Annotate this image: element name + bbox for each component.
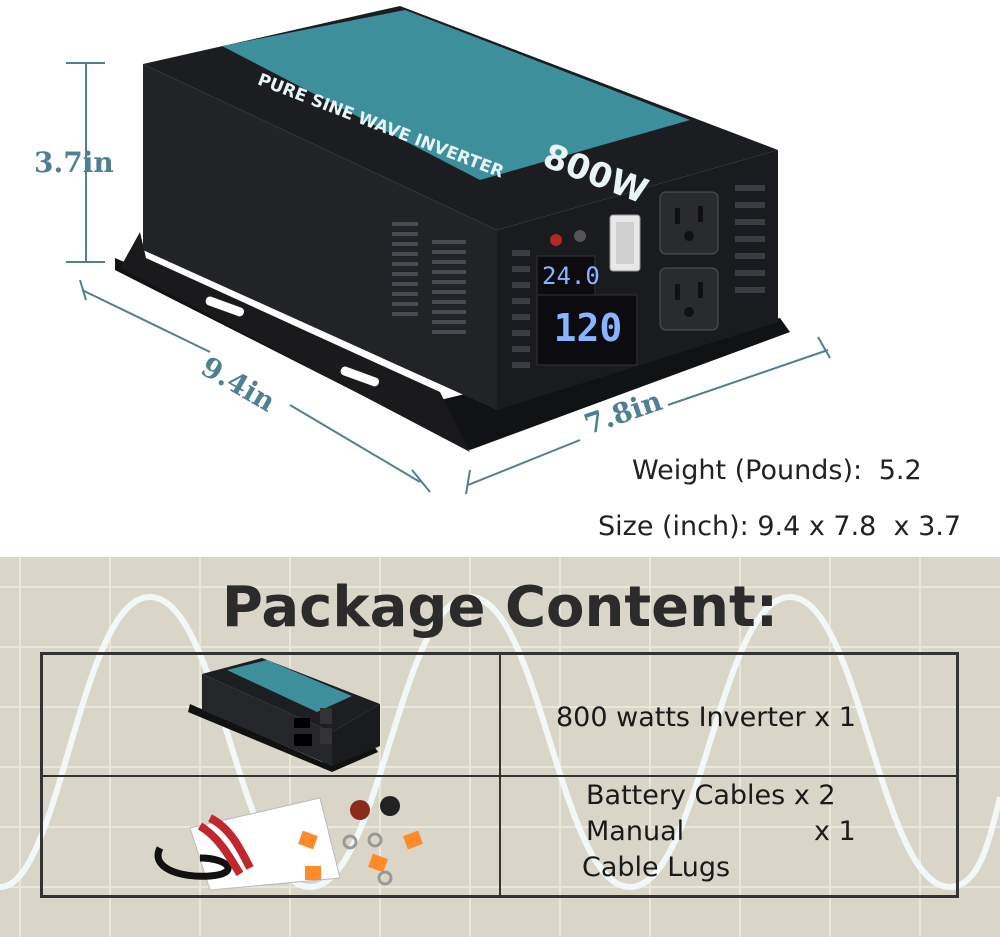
fault-led — [574, 230, 586, 242]
side-vents — [392, 222, 466, 334]
front-right-vents — [735, 185, 765, 293]
front-left-vents — [512, 250, 530, 368]
row-2-line-2: Manual — [586, 816, 685, 847]
product-dimension-section: PURE SINE WAVE INVERTER 800W 24.0 120 3.… — [34, 6, 962, 542]
size-label: Size (inch): — [598, 511, 749, 542]
output-display: 120 — [553, 306, 623, 350]
inverter-thumbnail — [188, 658, 380, 772]
inverter-side-face — [143, 64, 497, 410]
size-value: 9.4 x 7.8 x 3.7 — [757, 511, 962, 542]
weight-label: Weight (Pounds): — [632, 455, 863, 486]
weight-spec: Weight (Pounds): 5.2 — [632, 455, 922, 486]
row-2-line-2-qty: x 1 — [814, 816, 856, 847]
flange-slot — [340, 366, 380, 387]
height-dimension-label: 3.7in — [34, 146, 114, 179]
package-title: Package Content: — [221, 575, 779, 640]
table-row-1-text-cell — [500, 654, 957, 776]
table-row-1-image-cell — [42, 654, 500, 776]
accessories-thumbnail — [154, 796, 423, 891]
package-content-section: Package Content: — [0, 557, 1000, 937]
output-display-frame — [536, 294, 638, 366]
ac-outlet — [659, 191, 719, 255]
package-table: 800 watts Inverter x 1 Battery Cables x … — [40, 652, 959, 898]
row-2-line-1: Battery Cables x 2 — [586, 780, 836, 811]
voltage-display: 24.0 — [542, 262, 600, 290]
teal-label — [222, 10, 690, 180]
table-row-2-image-cell — [42, 776, 500, 896]
dimension-lines — [66, 62, 831, 495]
ac-outlet — [659, 267, 719, 331]
row-1-item-text: 800 watts Inverter x 1 — [556, 702, 856, 733]
power-led — [550, 234, 562, 246]
row-2-line-3: Cable Lugs — [582, 852, 731, 883]
size-spec: Size (inch): 9.4 x 7.8 x 3.7 — [598, 511, 961, 542]
inverter-illustration — [66, 6, 831, 495]
weight-value: 5.2 — [878, 455, 922, 486]
voltage-display-frame — [536, 255, 596, 301]
table-row-2-text-cell — [500, 776, 957, 896]
flange-slot — [205, 296, 245, 317]
